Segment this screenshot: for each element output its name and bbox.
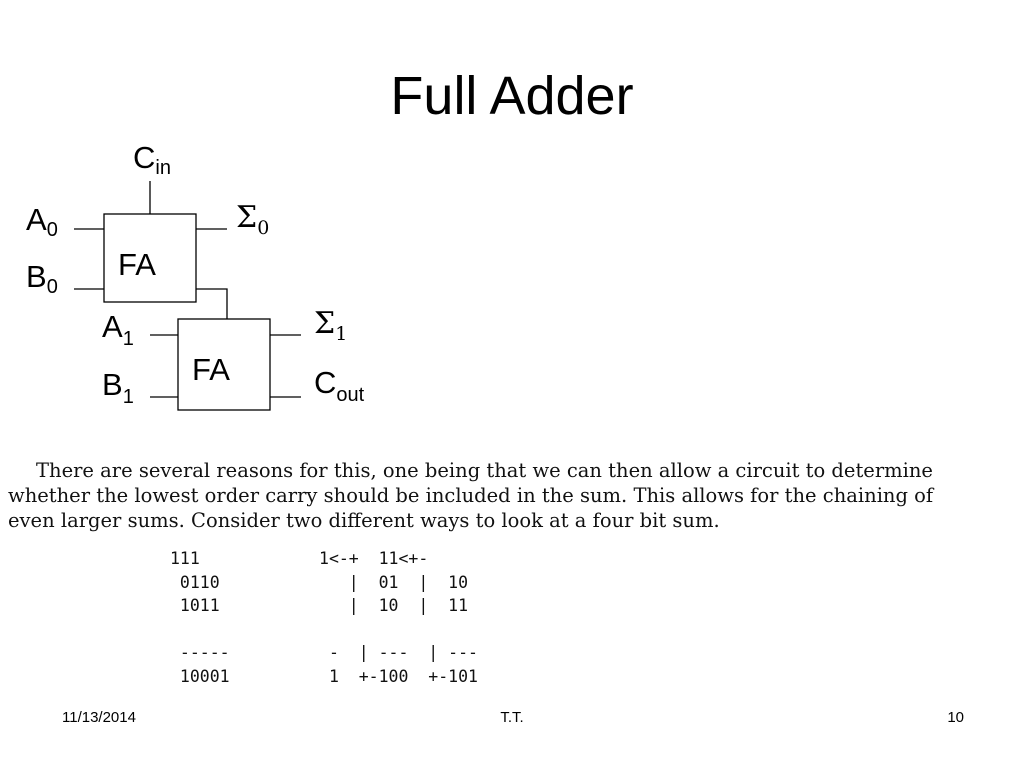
full-adder-2-label: FA [192, 352, 230, 387]
slide-title: Full Adder [390, 66, 634, 126]
code-line: ----- - | --- | --- [170, 643, 478, 663]
footer-date: 11/13/2014 [62, 709, 136, 726]
input-a1-label: A1 [102, 309, 134, 350]
full-adder-diagram: Cin FA A0 B0 Σ0 FA A1 B1 Σ1 Cout [26, 140, 365, 411]
paragraph-line: whether the lowest order carry should be… [8, 484, 934, 507]
carry-out-label: Cout [314, 365, 365, 406]
code-line: 1011 | 10 | 11 [170, 596, 469, 616]
full-adder-1-label: FA [118, 247, 156, 282]
code-line [170, 618, 478, 642]
explanation-paragraph: There are several reasons for this, one … [8, 458, 1024, 533]
input-a0-label: A0 [26, 202, 58, 241]
carry-in-label: Cin [133, 140, 171, 179]
sum1-label: Σ1 [314, 306, 347, 345]
code-line: 111 1<-+ 11<+- [170, 549, 429, 568]
full-adder-block-2 [177, 318, 271, 411]
sum0-label: Σ0 [236, 200, 269, 239]
footer-author: T.T. [500, 709, 524, 726]
footer-page-number: 10 [947, 709, 964, 726]
paragraph-line: There are several reasons for this, one … [36, 459, 933, 482]
carry-chain-wire [196, 288, 228, 319]
binary-sum-example: 111 1<-+ 11<+- 0110 | 01 | 10 1011 | 10 … [170, 547, 478, 689]
input-b0-label: B0 [26, 259, 58, 298]
code-line: 10001 1 +-100 +-101 [170, 666, 478, 686]
full-adder-block-1 [103, 213, 197, 303]
code-line: 0110 | 01 | 10 [170, 572, 469, 592]
input-b1-label: B1 [102, 367, 134, 408]
paragraph-line: even larger sums. Consider two different… [8, 509, 720, 532]
